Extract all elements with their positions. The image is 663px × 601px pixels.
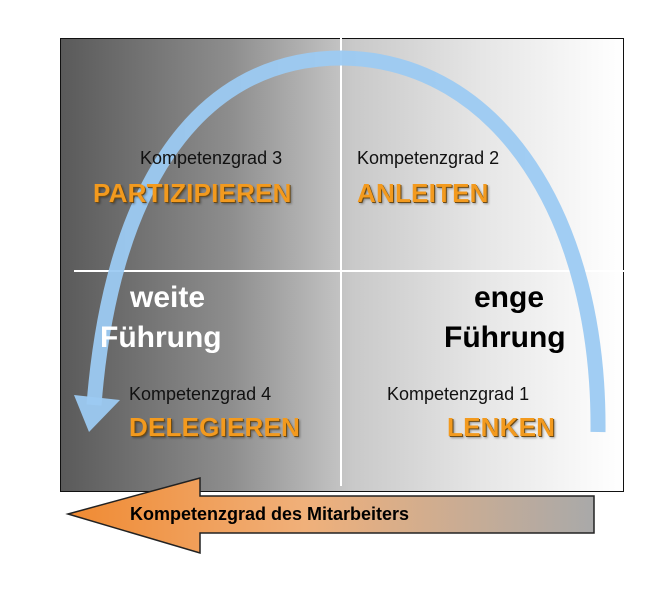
curve-arrow	[86, 50, 606, 433]
quadrant-2-grade: Kompetenzgrad 2	[357, 148, 500, 168]
quadrant-4-action: DELEGIEREN	[129, 412, 301, 442]
wide-leadership-line1: weite	[130, 281, 206, 314]
quadrant-1-grade: Kompetenzgrad 1	[387, 384, 530, 404]
diagram-frame	[60, 38, 624, 492]
quadrant-3-action: PARTIZIPIEREN	[93, 178, 292, 208]
quadrant-2-action: ANLEITEN	[357, 178, 489, 208]
curve-arrowhead	[74, 395, 120, 432]
narrow-leadership-line2: Führung	[444, 321, 566, 354]
vertical-divider	[340, 38, 342, 486]
axis-label: Kompetenzgrad des Mitarbeiters	[130, 504, 410, 524]
horizontal-divider	[74, 270, 624, 272]
quadrant-1-action: LENKEN	[447, 412, 556, 442]
wide-leadership-line2: Führung	[100, 321, 222, 354]
quadrant-4-grade: Kompetenzgrad 4	[129, 384, 272, 404]
narrow-leadership-line1: enge	[474, 281, 545, 314]
axis-arrow	[65, 477, 595, 555]
quadrant-3-grade: Kompetenzgrad 3	[140, 148, 283, 168]
